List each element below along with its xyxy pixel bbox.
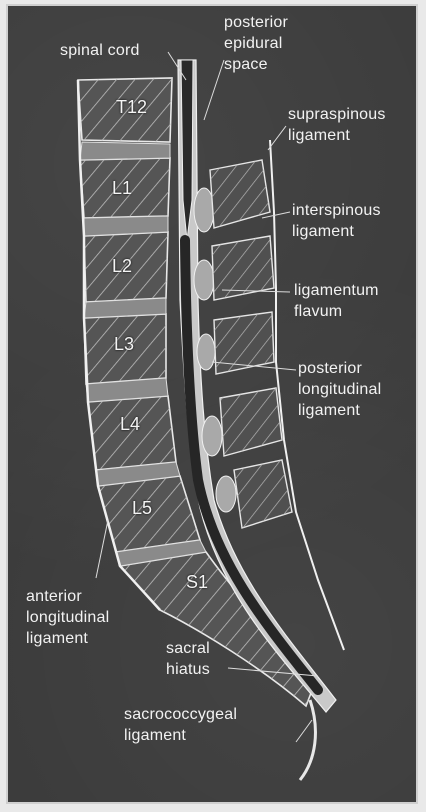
vertebra-label-s1: S1	[186, 572, 208, 592]
label-posterior-longitudinal-ligament: posterior longitudinal ligament	[298, 358, 381, 421]
vertebra-label-l3: L3	[114, 334, 134, 354]
vertebra-label-l1: L1	[112, 178, 132, 198]
label-spinal-cord: spinal cord	[60, 40, 140, 61]
posterior-elements	[210, 160, 292, 528]
vertebra-label-t12: T12	[116, 97, 147, 117]
label-ligamentum-flavum: ligamentum flavum	[294, 280, 379, 322]
label-interspinous-ligament: interspinous ligament	[292, 200, 381, 242]
coccyx	[300, 700, 315, 780]
label-sacrococcygeal-ligament: sacrococcygeal ligament	[124, 704, 237, 746]
label-sacral-hiatus: sacral hiatus	[166, 638, 210, 680]
vertebra-label-l5: L5	[132, 498, 152, 518]
label-supraspinous-ligament: supraspinous ligament	[288, 104, 386, 146]
vertebra-label-l4: L4	[120, 414, 140, 434]
vertebra-label-l2: L2	[112, 256, 132, 276]
label-posterior-epidural-space: posterior epidural space	[224, 12, 288, 75]
label-anterior-longitudinal-ligament: anterior longitudinal ligament	[26, 586, 109, 649]
